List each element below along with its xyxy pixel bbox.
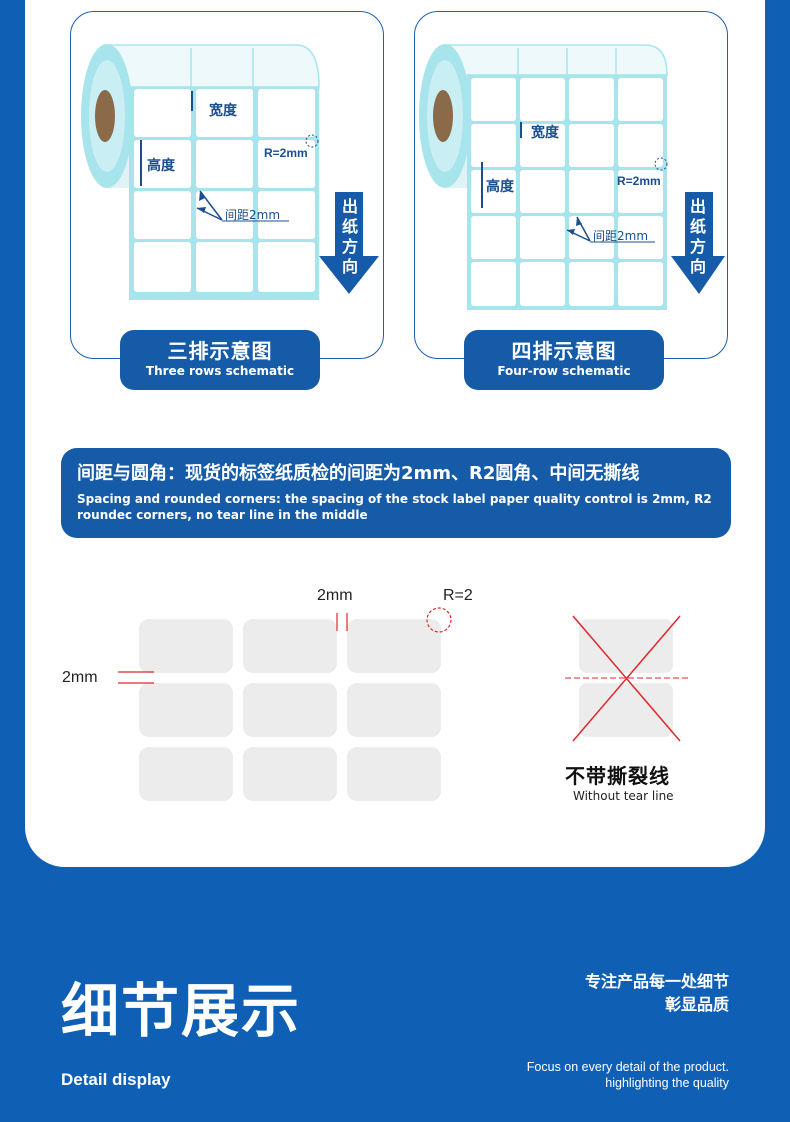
label-cell bbox=[347, 747, 441, 801]
height-label: 高度 bbox=[147, 157, 176, 174]
three-rows-illustration: 宽度 高度 R=2mm 间距2mm 出 纸 方 向 bbox=[81, 44, 379, 300]
radius-label: R=2 bbox=[443, 587, 473, 604]
direction-char-4: 向 bbox=[342, 257, 358, 276]
no-tear-line-title: 不带撕裂线 bbox=[565, 764, 670, 788]
footer-title-en: Detail display bbox=[61, 1070, 171, 1089]
direction-char-1: 出 bbox=[342, 197, 358, 216]
slogan-cn-line-1: 专注产品每一处细节 bbox=[584, 972, 729, 991]
gap-label: 间距2mm bbox=[593, 229, 648, 243]
label-cell bbox=[243, 683, 337, 737]
label-cell bbox=[347, 619, 441, 673]
gap-label: 间距2mm bbox=[225, 208, 280, 222]
direction-char-2: 纸 bbox=[342, 217, 358, 236]
footer-slogan-cn: 专注产品每一处细节 彰显品质 bbox=[585, 970, 729, 1016]
four-rows-panel: 宽度 高度 R=2mm 间距2mm 出 纸 方 向 bbox=[414, 11, 728, 359]
slogan-en-line-2: highlighting the quality bbox=[605, 1076, 729, 1090]
label-cell bbox=[243, 619, 337, 673]
banner-title-cn: 间距与圆角：现货的标签纸质检的间距为2mm、R2圆角、中间无撕线 bbox=[77, 463, 640, 484]
label-cell bbox=[139, 619, 233, 673]
label-cell bbox=[243, 747, 337, 801]
badge-title-cn: 四排示意图 bbox=[511, 339, 617, 363]
three-rows-panel: 宽度 高度 R=2mm 间距2mm 出 纸 方 向 bbox=[70, 11, 384, 359]
no-tear-line-subtitle: Without tear line bbox=[573, 789, 674, 803]
width-label: 宽度 bbox=[531, 124, 560, 141]
three-rows-badge: 三排示意图 Three rows schematic bbox=[120, 330, 320, 390]
banner-title-en: Spacing and rounded corners: the spacing… bbox=[77, 492, 712, 522]
footer-slogan-en: Focus on every detail of the product. hi… bbox=[527, 1059, 729, 1091]
height-label: 高度 bbox=[486, 178, 515, 195]
four-rows-badge: 四排示意图 Four-row schematic bbox=[464, 330, 664, 390]
footer-title-cn: 细节展示 bbox=[61, 977, 302, 1045]
direction-char-2: 纸 bbox=[690, 217, 706, 236]
label-cell bbox=[139, 683, 233, 737]
radius-label: R=2mm bbox=[617, 174, 661, 188]
label-cell bbox=[347, 683, 441, 737]
badge-title-en: Four-row schematic bbox=[497, 364, 631, 378]
radius-label: R=2mm bbox=[264, 146, 308, 160]
badge-title-cn: 三排示意图 bbox=[167, 339, 273, 363]
width-label: 宽度 bbox=[209, 102, 238, 119]
direction-char-1: 出 bbox=[690, 197, 706, 216]
spacing-info-banner: 间距与圆角：现货的标签纸质检的间距为2mm、R2圆角、中间无撕线 Spacing… bbox=[61, 448, 731, 538]
slogan-cn-line-2: 彰显品质 bbox=[664, 995, 729, 1014]
label-cell bbox=[139, 747, 233, 801]
top-gap-label: 2mm bbox=[317, 587, 353, 604]
slogan-en-line-1: Focus on every detail of the product. bbox=[526, 1060, 729, 1074]
badge-title-en: Three rows schematic bbox=[145, 364, 295, 378]
direction-char-3: 方 bbox=[690, 237, 706, 256]
direction-char-3: 方 bbox=[342, 237, 358, 256]
direction-char-4: 向 bbox=[690, 257, 706, 276]
four-rows-illustration: 宽度 高度 R=2mm 间距2mm 出 纸 方 向 bbox=[419, 44, 725, 310]
left-gap-label: 2mm bbox=[62, 669, 98, 686]
